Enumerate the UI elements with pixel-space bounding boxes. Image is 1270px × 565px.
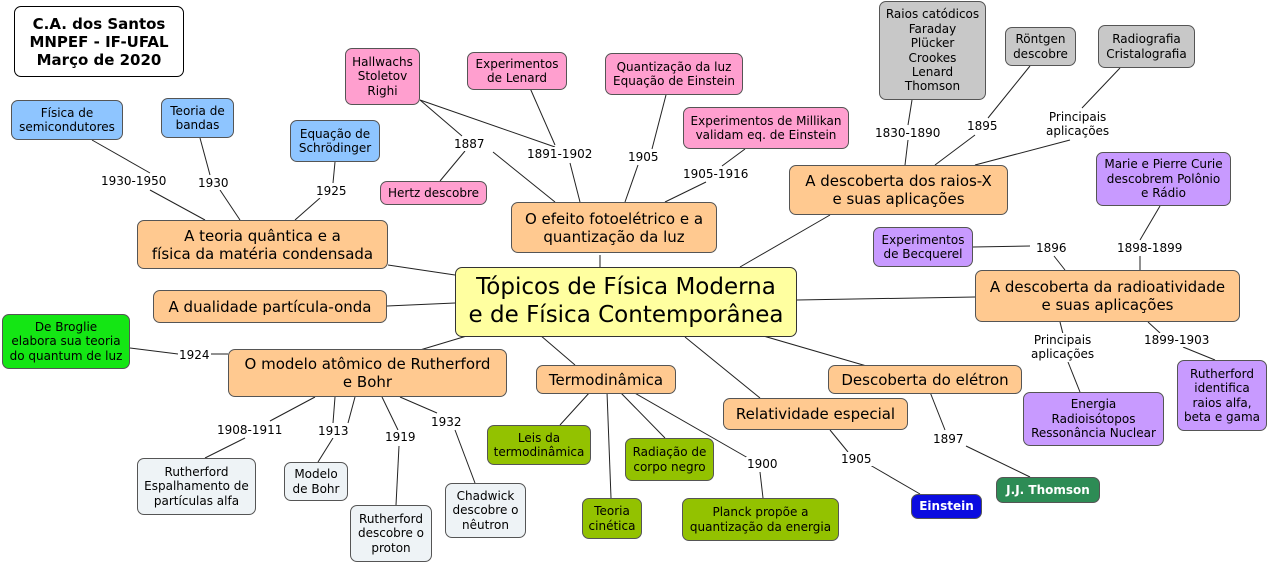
node-lenard-experiments: Experimentos de Lenard <box>467 52 567 90</box>
label-1905-relativity: 1905 <box>840 452 873 467</box>
topic-rutherford-bohr: O modelo atômico de Rutherford e Bohr <box>228 349 507 397</box>
node-radiography: Radiografia Cristalografia <box>1098 25 1195 68</box>
node-semiconductor-physics: Física de semicondutores <box>11 100 123 140</box>
node-rontgen: Röntgen descobre <box>1005 27 1076 66</box>
topic-radioactivity: A descoberta da radioatividade e suas ap… <box>975 270 1240 322</box>
label-1930-1950: 1930-1950 <box>100 174 168 189</box>
label-1897: 1897 <box>932 432 965 447</box>
label-1925: 1925 <box>315 184 348 199</box>
label-1913: 1913 <box>317 424 350 439</box>
label-radio-applications: Principais aplicações <box>1030 333 1096 362</box>
node-schrodinger-equation: Equação de Schrödinger <box>290 120 380 162</box>
label-1932: 1932 <box>430 415 463 430</box>
node-curie: Marie e Pierre Curie descobrem Polônio e… <box>1096 152 1231 206</box>
label-1919: 1919 <box>384 430 417 445</box>
label-1895: 1895 <box>966 119 999 134</box>
node-hallwachs: Hallwachs Stoletov Righi <box>345 48 420 105</box>
topic-quantum-theory: A teoria quântica e a física da matéria … <box>137 220 388 269</box>
topic-xrays: A descoberta dos raios-X e suas aplicaçõ… <box>789 165 1008 215</box>
topic-wave-particle-duality: A dualidade partícula-onda <box>153 290 387 323</box>
label-1887: 1887 <box>453 137 486 152</box>
label-1905-photo: 1905 <box>627 150 660 165</box>
node-chadwick: Chadwick descobre o nêutron <box>445 483 526 538</box>
topic-special-relativity: Relatividade especial <box>723 398 908 430</box>
topic-electron: Descoberta do elétron <box>828 365 1022 394</box>
node-light-quantization: Quantização da luz Equação de Einstein <box>605 53 743 95</box>
author-affiliation: MNPEF - IF-UFAL <box>29 32 169 51</box>
node-becquerel: Experimentos de Becquerel <box>873 227 973 267</box>
node-blackbody: Radiação de corpo negro <box>625 438 714 481</box>
node-proton: Rutherford descobre o proton <box>350 505 432 562</box>
label-1899-1903: 1899-1903 <box>1143 333 1211 348</box>
topic-photoelectric: O efeito fotoelétrico e a quantização da… <box>511 202 717 253</box>
node-planck: Planck propõe a quantização da energia <box>682 498 839 541</box>
label-1900: 1900 <box>746 457 779 472</box>
label-1896: 1896 <box>1035 241 1068 256</box>
author-name: C.A. dos Santos <box>32 14 166 33</box>
topic-thermodynamics: Termodinâmica <box>536 365 676 394</box>
node-jj-thomson: J.J. Thomson <box>996 477 1100 503</box>
node-hertz: Hertz descobre <box>380 181 487 205</box>
node-de-broglie: De Broglie elabora sua teoria do quantum… <box>2 314 130 369</box>
label-1891-1902: 1891-1902 <box>526 147 594 162</box>
node-thermo-laws: Leis da termodinâmica <box>487 425 591 465</box>
label-1898-1899: 1898-1899 <box>1116 241 1184 256</box>
node-band-theory: Teoria de bandas <box>161 98 234 138</box>
node-rutherford-rays: Rutherford identifica raios alfa, beta e… <box>1177 360 1267 431</box>
label-1924: 1924 <box>178 348 211 363</box>
node-energy-applications: Energia Radioisótopos Ressonância Nuclea… <box>1023 392 1164 446</box>
label-1930: 1930 <box>197 176 230 191</box>
author-date: Março de 2020 <box>36 50 162 69</box>
label-1830-1890: 1830-1890 <box>874 126 942 141</box>
node-einstein: Einstein <box>911 494 982 519</box>
label-xray-applications: Principais aplicações <box>1045 110 1111 139</box>
label-1908-1911: 1908-1911 <box>216 423 284 438</box>
node-alpha-scattering: Rutherford Espalhamento de partículas al… <box>137 458 256 515</box>
label-1905-1916: 1905-1916 <box>682 167 750 182</box>
node-cathode-rays: Raios catódicos Faraday Plücker Crookes … <box>879 1 986 100</box>
author-box: C.A. dos Santos MNPEF - IF-UFAL Março de… <box>14 6 184 77</box>
node-millikan: Experimentos de Millikan validam eq. de … <box>683 107 849 149</box>
node-bohr-model: Modelo de Bohr <box>284 462 348 501</box>
central-topic: Tópicos de Física Moderna e de Física Co… <box>455 267 797 337</box>
node-kinetic-theory: Teoria cinética <box>582 498 642 539</box>
